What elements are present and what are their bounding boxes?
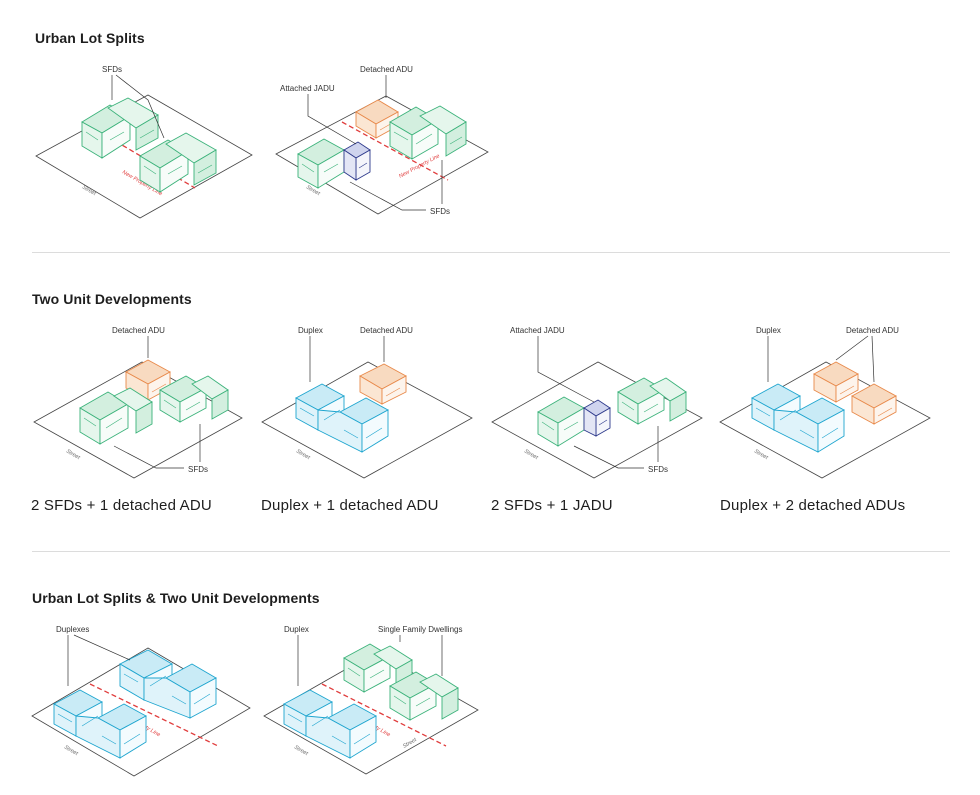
diagram-urban-lot-split-sfds: New Property Line Street SFDs xyxy=(35,65,253,219)
sfd-house xyxy=(139,132,217,193)
duplex-house xyxy=(295,383,389,453)
lot-outline xyxy=(33,361,243,479)
section-title-urban-lot-splits: Urban Lot Splits xyxy=(35,30,145,46)
detached-adu xyxy=(851,383,897,425)
sfd-house xyxy=(297,138,345,189)
single-family-label: Single Family Dwellings xyxy=(378,625,462,634)
diagram-2-sfds-1-jadu: Street Attached JADU SFDs xyxy=(491,326,703,479)
sfd-house xyxy=(159,375,229,423)
section-title-combined: Urban Lot Splits & Two Unit Developments xyxy=(32,590,320,606)
duplex-label: Duplex xyxy=(298,326,323,335)
diagram-duplex-1-adu: Street Duplex Detached ADU xyxy=(261,326,473,479)
street-label-bottom: Street xyxy=(293,745,309,758)
diagram-duplex-2-adus: Street Duplex Detached ADU xyxy=(719,326,931,479)
sfd-house xyxy=(537,396,585,447)
property-line-label: New Property Line xyxy=(398,153,441,180)
caption-duplex-2-adus: Duplex + 2 detached ADUs xyxy=(720,497,906,514)
leader-line xyxy=(537,336,595,403)
detached-adu xyxy=(355,99,399,139)
diagram-lot-split-duplex-sfds: New Property Line Street Street xyxy=(263,625,479,775)
sfds-label: SFDs xyxy=(102,65,122,74)
section-divider xyxy=(32,252,950,253)
sfd-house xyxy=(617,377,687,425)
attached-jadu-label: Attached JADU xyxy=(280,84,335,93)
leader-line xyxy=(73,634,131,661)
detached-adu-label: Detached ADU xyxy=(360,65,413,74)
caption-2-sfds-1-jadu: 2 SFDs + 1 JADU xyxy=(491,497,613,514)
diagram-2-sfds-1-adu: Street Detached ADU SFDs xyxy=(33,326,243,479)
street-label: Street xyxy=(753,449,769,462)
leader-line xyxy=(113,445,184,469)
attached-jadu xyxy=(583,399,611,437)
lot-outline xyxy=(275,95,489,215)
street-label: Street xyxy=(65,449,81,462)
sfds-label: SFDs xyxy=(648,465,668,474)
detached-adu xyxy=(359,363,407,405)
leader-line xyxy=(871,335,875,383)
sfd-house xyxy=(81,97,159,159)
diagram-lot-split-duplexes: New Property Line Street Street Duplexes xyxy=(31,625,251,777)
lot-outline xyxy=(261,361,473,479)
section-divider xyxy=(32,551,950,552)
duplex-house xyxy=(751,383,845,453)
sfd-house xyxy=(389,105,467,160)
street-label: Street xyxy=(523,449,539,462)
detached-adu-label: Detached ADU xyxy=(846,326,899,335)
detached-adu-label: Detached ADU xyxy=(360,326,413,335)
lot-outline xyxy=(31,647,251,777)
duplexes-label: Duplexes xyxy=(56,625,89,634)
lot-outline xyxy=(719,361,931,479)
property-line xyxy=(341,121,449,181)
sfds-label: SFDs xyxy=(188,465,208,474)
sfd-house xyxy=(389,671,459,721)
property-line xyxy=(321,683,447,747)
caption-duplex-1-adu: Duplex + 1 detached ADU xyxy=(261,497,439,514)
street-label: Street xyxy=(81,185,97,198)
duplex-house xyxy=(119,649,217,719)
leader-line xyxy=(573,445,644,469)
sfd-house xyxy=(79,387,153,445)
street-label-bottom: Street xyxy=(63,745,79,758)
sfds-label: SFDs xyxy=(430,207,450,216)
street-label: Street xyxy=(295,449,311,462)
street-label-right: Street xyxy=(402,737,418,750)
attached-jadu-label: Attached JADU xyxy=(510,326,565,335)
leader-line xyxy=(349,181,426,211)
section-title-two-unit: Two Unit Developments xyxy=(32,291,192,307)
duplex-house xyxy=(283,689,377,759)
duplex-label: Duplex xyxy=(756,326,781,335)
detached-adu-label: Detached ADU xyxy=(112,326,165,335)
attached-jadu xyxy=(343,141,371,181)
leader-line xyxy=(835,335,869,361)
lot-outline xyxy=(491,361,703,479)
leader-line xyxy=(115,74,165,139)
leader-line xyxy=(307,94,357,145)
duplex-label: Duplex xyxy=(284,625,309,634)
caption-2-sfds-1-adu: 2 SFDs + 1 detached ADU xyxy=(31,497,212,514)
diagram-urban-lot-split-adu-jadu: New Property Line Street A xyxy=(275,65,489,216)
detached-adu xyxy=(813,361,859,403)
lot-outline xyxy=(263,651,479,775)
duplex-house xyxy=(53,689,147,759)
